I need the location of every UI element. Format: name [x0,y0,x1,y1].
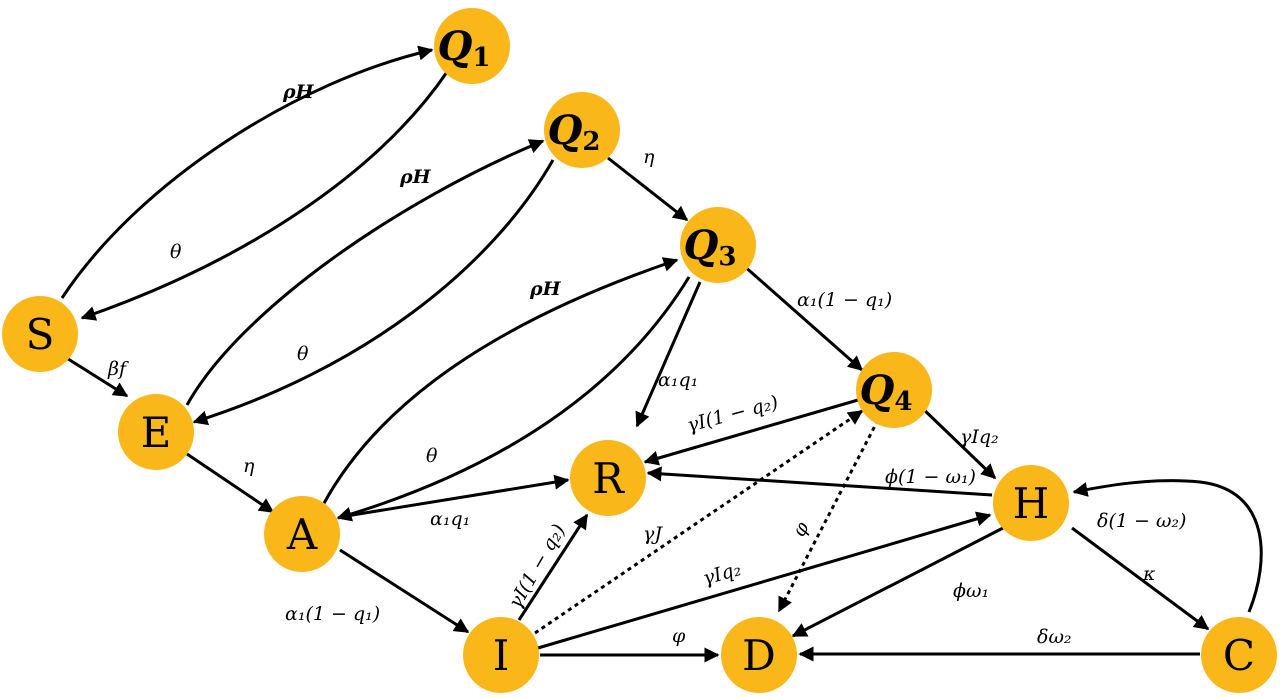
edge-s-q1 [60,45,434,299]
edge-q3-q4 [742,263,864,372]
edge-a-r [339,474,570,519]
edge-q4-r [643,398,859,466]
node-i: I [463,617,539,693]
label-c-h: δ(1 − ω₂) [1097,510,1186,532]
label-q3-r: α₁q₁ [658,369,698,391]
node-a: A [264,496,340,572]
edge-e-a [186,452,275,514]
edge-h-d [791,526,1004,638]
edge-s-e [64,355,129,398]
node-q1: Q1 [434,8,510,84]
edge-q2-q3 [607,156,689,222]
node-q2: Q2 [544,92,620,168]
edge-h-r [646,466,993,497]
edge-q4-h [918,404,997,480]
node-a-label: A [286,510,318,559]
label-h-c: κ [1142,563,1156,585]
edge-i-r [517,513,589,621]
label-a-i: α₁(1 − q₁) [285,603,380,625]
label-i-d: φ [672,625,686,647]
edge-q1-s [80,71,449,321]
label-q3-q4: α₁(1 − q₁) [797,289,892,311]
node-i-label: I [493,631,510,680]
node-h: H [993,465,1069,541]
node-q4-label: Q4 [860,367,913,417]
edge-e-q2 [185,139,545,406]
nodes: S E A I R D H C [2,8,1277,693]
node-h-label: H [1013,479,1050,528]
edge-h-c [1071,526,1210,631]
node-q2-label: Q2 [548,107,601,157]
label-q4-d: φ [788,518,814,541]
label-s-q1: ρH [282,81,315,103]
edge-labels: ρH θ βf ρH θ η η ρH θ α₁(1 − q₁) α₁q₁ γI… [107,81,1186,648]
label-q4-h: γIq₂ [960,426,999,448]
label-e-a: η [243,455,255,477]
edge-a-q3 [321,257,679,506]
label-e-q2: ρH [399,166,432,188]
node-r: R [570,440,646,516]
node-q1-label: Q1 [438,23,491,73]
label-q4-r: γI(1 − q₂) [685,391,781,436]
node-c-label: C [1223,631,1255,680]
node-d-label: D [742,631,776,680]
node-q4: Q4 [856,352,932,428]
label-a-r: α₁q₁ [430,508,470,530]
node-s: S [2,296,78,372]
label-a-q3: ρH [529,278,562,300]
label-i-r: γI(1 − q₂) [504,520,570,612]
edge-i-h [537,511,992,650]
label-i-q4: γJ [643,523,663,545]
node-e-label: E [141,408,172,457]
node-q3: Q3 [680,207,756,283]
label-q1-s: θ [170,241,182,263]
node-c: C [1201,617,1277,693]
label-s-e: βf [107,358,129,380]
node-r-label: R [592,454,625,503]
node-d: D [721,617,797,693]
node-s-label: S [26,310,55,359]
label-q2-q3: η [643,146,655,168]
label-h-r: ϕ(1 − ω₁) [885,466,976,488]
label-c-d: δω₂ [1037,626,1072,648]
edge-q4-d [777,419,880,613]
node-e: E [118,394,194,470]
node-q3-label: Q3 [684,222,737,272]
edge-a-i [339,548,470,634]
label-q2-e: θ [297,343,309,365]
label-i-h: γIq₂ [700,558,743,590]
label-q3-a: θ [426,445,438,467]
label-h-d: ϕω₁ [953,580,989,602]
edge-c-h [1072,479,1263,613]
edge-q2-e [192,159,555,426]
edge-i-q4 [534,409,864,635]
edge-q3-r [635,281,702,428]
edges [60,45,1263,663]
edge-q3-a [336,276,691,522]
